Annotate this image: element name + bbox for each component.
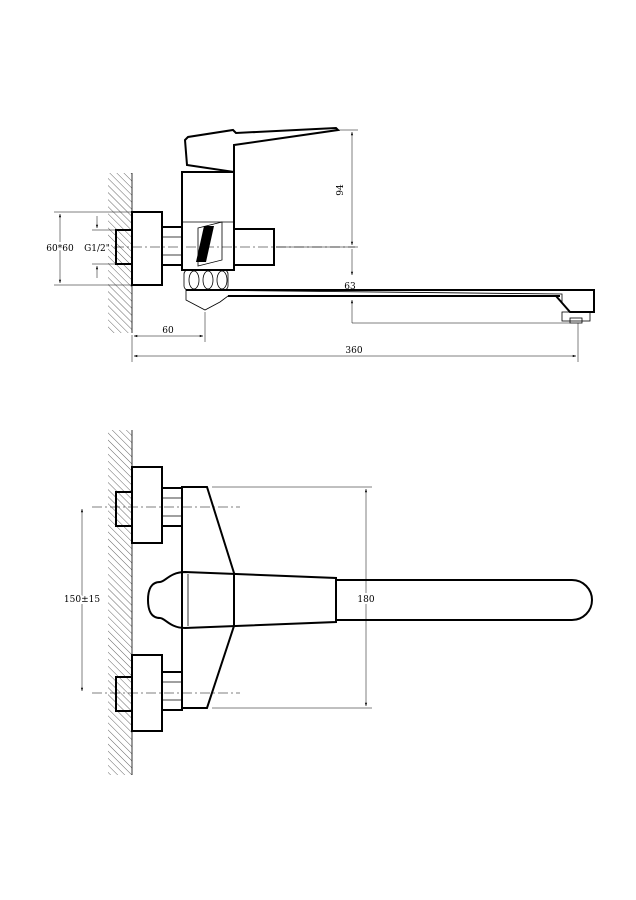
lever-handle-top (146, 570, 337, 630)
wall-top (108, 430, 133, 775)
side-view: 94 63 60*60 G1/2" 60 (44, 126, 595, 362)
mixer-body-top (181, 486, 235, 709)
swivel-nut-side (183, 269, 229, 291)
dim-94: 94 (276, 129, 358, 248)
dim-thread: G1/2" (82, 216, 116, 278)
wall-side (108, 173, 133, 333)
dim-150: 150±15 (62, 508, 102, 692)
dim-60x60-label: 60*60 (46, 244, 74, 254)
lever-handle-side (182, 126, 341, 174)
dim-180: 180 (212, 486, 377, 709)
spout-side (185, 289, 595, 324)
mixer-body-side (181, 171, 275, 271)
dim-60-offset-label: 60 (162, 326, 174, 336)
dim-94-label: 94 (336, 184, 346, 196)
upper-fitting (115, 466, 183, 544)
dim-360-label: 360 (345, 346, 362, 356)
dim-150-label: 150±15 (64, 595, 100, 605)
dim-360: 360 (133, 323, 579, 362)
dim-63: 63 (344, 249, 570, 324)
dim-63-label: 63 (344, 282, 356, 292)
top-view: 150±15 180 (62, 430, 593, 775)
spout-top (336, 579, 593, 621)
dim-180-label: 180 (357, 595, 374, 605)
dim-60-offset: 60 (131, 312, 206, 362)
dim-60x60: 60*60 (44, 211, 132, 286)
dim-thread-label: G1/2" (84, 244, 110, 254)
